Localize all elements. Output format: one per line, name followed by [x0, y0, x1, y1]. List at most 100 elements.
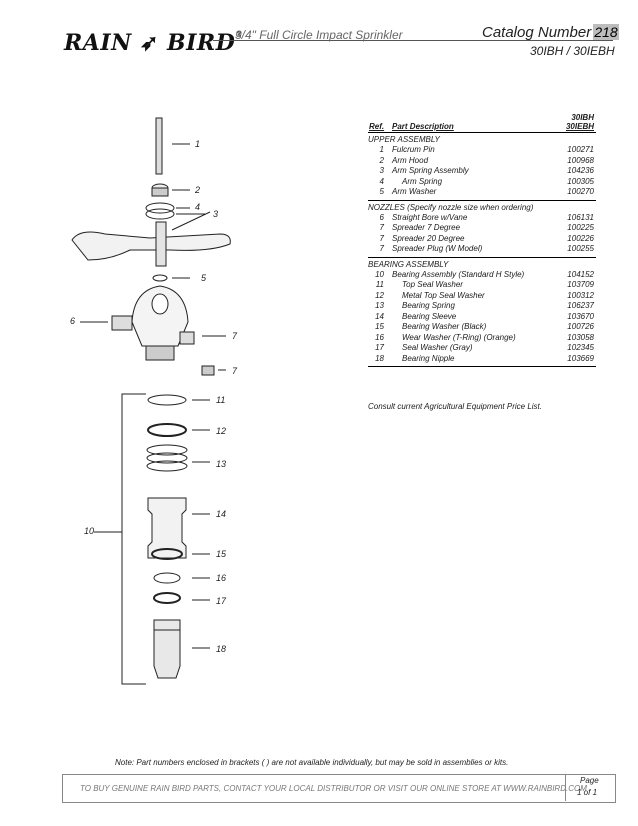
ref-cell: 18 [375, 353, 384, 363]
table-row: 11 Top Seal Washer 103709 [368, 280, 596, 291]
part-number-cell: 103058 [567, 332, 594, 342]
ref-cell: 12 [375, 290, 384, 300]
table-row: 2 Arm Hood 100968 [368, 156, 596, 167]
ref-cell: 7 [379, 233, 384, 243]
logo-word-bird: BIRD [167, 30, 236, 56]
bearing-washer-part [151, 548, 183, 560]
ref-cell: 10 [375, 269, 384, 279]
bearing-assembly-bracket [121, 393, 146, 685]
table-header: Ref. Part Description 30IBH 30IEBH [368, 112, 596, 133]
part-number-cell: 102345 [567, 343, 594, 352]
page-number: 1 of 1 [577, 788, 598, 797]
sprinkler-drawing [71, 117, 231, 685]
part-number-cell: 100270 [567, 187, 594, 196]
ref-cell: 11 [375, 280, 384, 289]
arm-spring-part [145, 202, 175, 214]
callout-3: 3 [213, 209, 219, 219]
logo-word-rain: RAIN [64, 30, 132, 56]
top-seal-washer-part [147, 394, 187, 406]
nozzle-6-part [111, 315, 133, 331]
product-title: 3/4" Full Circle Impact Sprinkler [235, 28, 403, 42]
ref-cell: 17 [375, 343, 384, 352]
description-cell: Arm Washer [392, 187, 437, 196]
description-cell: Bearing Assembly (Standard H Style) [392, 269, 525, 279]
page-box [565, 774, 615, 801]
ref-column-header: Ref. [369, 122, 385, 131]
part-number-cell: 104152 [567, 269, 594, 279]
part-number-cell: 100305 [567, 176, 594, 186]
part-number-cell: 100271 [567, 145, 594, 154]
callout-15: 15 [216, 549, 227, 559]
part-number-cell: 103670 [567, 311, 594, 321]
description-cell: Arm Hood [392, 155, 429, 165]
table-row: 5 Arm Washer 100270 [368, 187, 596, 198]
description-cell: Spreader 7 Degree [392, 223, 461, 232]
callout-7a: 7 [232, 331, 238, 341]
callout-16: 16 [216, 573, 227, 583]
callout-12: 12 [216, 426, 227, 436]
part-number-cell: 106237 [567, 301, 594, 310]
description-cell: Bearing Spring [402, 301, 455, 310]
section-title: UPPER ASSEMBLY [368, 135, 440, 144]
callout-4: 4 [195, 202, 201, 212]
ref-cell: 15 [375, 322, 384, 331]
part-number-cell: 103709 [567, 280, 594, 289]
page-label: Page [580, 776, 599, 785]
model-header-line-1: 30IBH [571, 113, 594, 122]
part-number-cell: 100968 [567, 155, 594, 165]
header-rule [213, 40, 613, 41]
bearing-spring-part [146, 444, 188, 456]
callout-6: 6 [70, 316, 76, 326]
nozzle-7-part [179, 331, 195, 345]
description-cell: Top Seal Washer [402, 280, 463, 289]
model-column-header: 30IBH 30IEBH [566, 113, 594, 131]
model-header-line-2: 30IEBH [565, 122, 594, 131]
sprinkler-body-part [131, 285, 189, 347]
part-number-cell: 106131 [567, 212, 594, 222]
spreader-plug-part [201, 365, 215, 376]
ref-cell: 3 [379, 166, 384, 175]
description-cell: Bearing Nipple [402, 353, 455, 363]
table-row: 12 Metal Top Seal Washer 100312 [368, 291, 596, 302]
ref-cell: 5 [379, 187, 384, 196]
description-cell: Seal Washer (Gray) [402, 343, 473, 352]
description-cell: Spreader 20 Degree [392, 233, 465, 243]
footer-text: TO BUY GENUINE RAIN BIRD PARTS, CONTACT … [80, 784, 587, 793]
callout-2: 2 [195, 185, 201, 195]
rain-bird-logo: RAIN ➶ BIRD® [64, 30, 243, 56]
description-cell: Metal Top Seal Washer [402, 290, 485, 300]
ref-cell: 4 [379, 176, 384, 186]
description-cell: Straight Bore w/Vane [392, 212, 468, 222]
callout-10: 10 [84, 526, 95, 536]
footer-box [62, 774, 616, 803]
callout-1: 1 [195, 139, 201, 149]
part-number-cell: 100226 [567, 233, 594, 243]
description-cell: Arm Spring Assembly [392, 166, 469, 175]
ref-cell: 14 [375, 311, 384, 321]
bearing-nipple-part [153, 619, 181, 679]
callout-13: 13 [216, 459, 227, 469]
table-section: NOZZLES (Specify nozzle size when orderi… [368, 201, 596, 258]
part-number-cell: 104236 [567, 166, 594, 175]
registered-mark: ® [235, 30, 243, 39]
ref-cell: 16 [375, 332, 384, 342]
catalog-number: 218 [593, 24, 619, 40]
description-cell: Spreader Plug (W Model) [392, 244, 483, 253]
ref-cell: 13 [375, 301, 384, 310]
callout-14: 14 [216, 509, 227, 519]
consult-note: Consult current Agricultural Equipment P… [368, 402, 542, 411]
callout-7b: 7 [232, 366, 238, 376]
ref-cell: 2 [379, 155, 384, 165]
part-number-cell: 100225 [567, 223, 594, 232]
wear-washer-part [153, 572, 181, 584]
part-number-cell: 100312 [567, 290, 594, 300]
